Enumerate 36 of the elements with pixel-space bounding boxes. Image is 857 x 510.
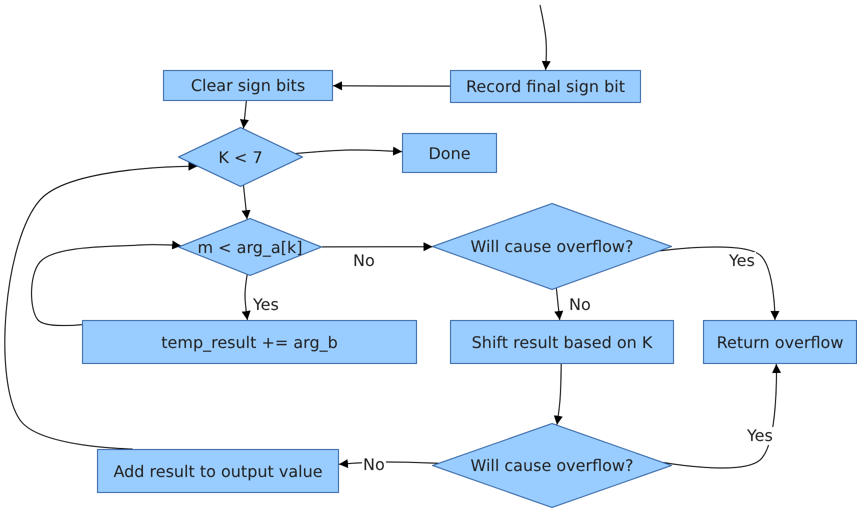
- node-label: Return overflow: [716, 332, 844, 352]
- node-label: K < 7: [218, 148, 263, 166]
- process-box: [163, 70, 333, 101]
- arrow: [240, 100, 249, 129]
- arrow: [242, 185, 251, 220]
- decision-diamond: [432, 423, 672, 508]
- decision-diamond: [432, 203, 672, 290]
- process-box: [82, 320, 417, 364]
- arrow: [4, 162, 198, 450]
- arrow: [295, 146, 402, 156]
- node-label: m < arg_a[k]: [198, 238, 302, 256]
- arrow: [540, 4, 551, 70]
- node-label: temp_result += arg_b: [161, 332, 338, 352]
- node-label: Done: [428, 144, 471, 162]
- node-label: Will cause overflow?: [470, 237, 634, 256]
- arrow: [554, 288, 564, 320]
- node-label: Shift result based on K: [472, 332, 652, 352]
- process-box: [450, 320, 674, 364]
- edge-label: Yes: [746, 427, 774, 445]
- arrow: [31, 240, 182, 326]
- arrow: [663, 364, 781, 468]
- node-label: Clear sign bits: [190, 76, 306, 95]
- process-box: [402, 133, 497, 173]
- decision-diamond: [178, 218, 322, 276]
- decision-diamond: [178, 127, 303, 187]
- node-label: Will cause overflow?: [470, 456, 634, 475]
- arrow: [659, 246, 780, 320]
- process-box: [97, 449, 339, 493]
- arrow: [554, 364, 563, 426]
- arrow: [332, 81, 450, 90]
- node-label: Add result to output value: [113, 462, 323, 480]
- process-box: [450, 70, 641, 103]
- arrow: [321, 242, 434, 252]
- node-label: Record final sign bit: [466, 77, 625, 96]
- arrow: [242, 274, 251, 320]
- process-box: [703, 320, 857, 364]
